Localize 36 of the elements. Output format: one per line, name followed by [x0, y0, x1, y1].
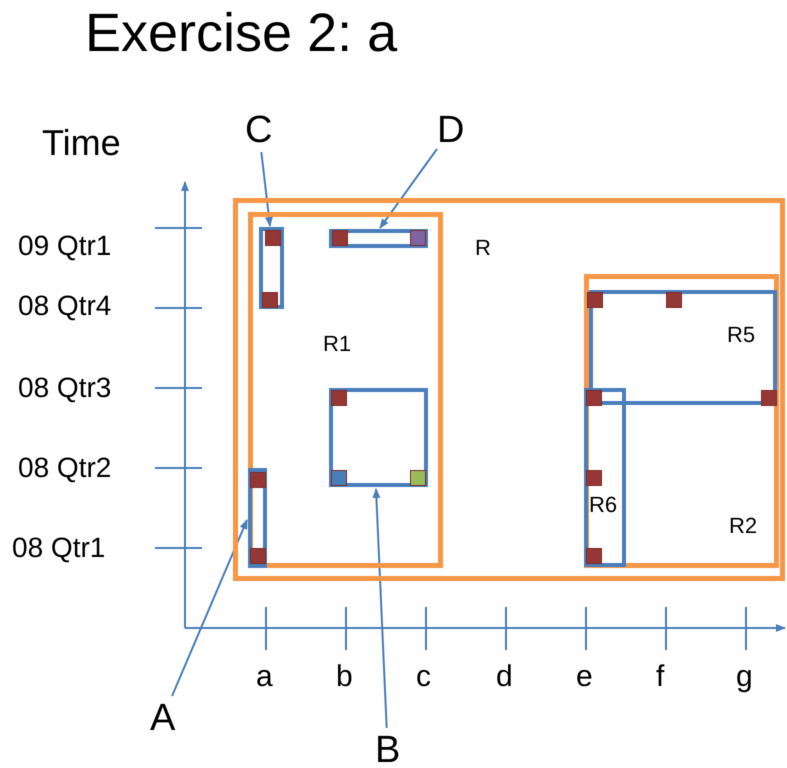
tick-label: 08 Qtr4 [18, 290, 112, 322]
region-label: R1 [323, 331, 352, 357]
bounding-rectangle [248, 212, 443, 568]
tick-label: a [256, 660, 273, 694]
title: Exercise 2: a [85, 2, 398, 64]
bounding-rectangle [584, 274, 779, 568]
tick-label: g [736, 660, 753, 694]
region-label: R2 [729, 513, 758, 539]
callout-letter: D [437, 108, 464, 152]
callout-letter: B [375, 728, 400, 768]
tick-label: 08 Qtr2 [18, 452, 112, 484]
tick-label: 09 Qtr1 [18, 230, 112, 262]
leader-line [260, 152, 273, 227]
leader-line [372, 488, 388, 728]
tick-label: b [336, 660, 353, 694]
bounding-rectangle [589, 290, 777, 405]
bounding-rectangle [259, 227, 284, 309]
axis-title: Time [42, 122, 121, 164]
bounding-rectangle [329, 388, 428, 487]
region-label: R5 [727, 322, 756, 348]
tick-label: 08 Qtr3 [18, 372, 112, 404]
bounding-rectangle [233, 198, 785, 581]
region-label: R [475, 235, 491, 261]
tick-label: c [416, 660, 431, 694]
bounding-rectangle [248, 468, 267, 568]
bounding-rectangle [329, 229, 428, 248]
bounding-rectangle [584, 388, 626, 567]
tick-label: d [496, 660, 513, 694]
leader-line [171, 519, 248, 696]
tick-label: e [576, 660, 593, 694]
callout-letter: C [245, 108, 272, 152]
leader-line [379, 148, 438, 229]
region-label: R6 [589, 492, 618, 518]
callout-letter: A [150, 696, 176, 740]
tick-label: f [656, 660, 664, 694]
tick-label: 08 Qtr1 [12, 532, 106, 564]
